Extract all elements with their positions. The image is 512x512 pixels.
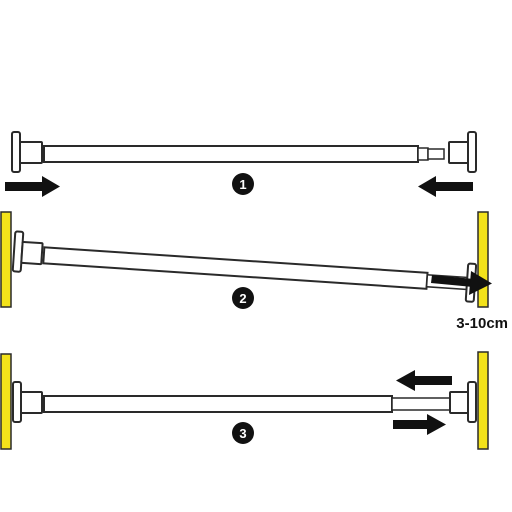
extension-measurement-label: 3-10cm [456,315,508,332]
twist-right-arrow [393,414,446,435]
inner-tube [391,397,451,411]
step-3-badge [232,422,254,444]
right-wall [477,351,489,450]
step-3-number: 3 [239,426,246,441]
left-cap-collar [20,240,44,266]
push-right-arrow [5,176,60,197]
step-2-badge [232,287,254,309]
right-cap-collar [448,141,469,164]
step-1-illustration: 1 [5,131,477,197]
left-cap-collar [19,141,43,164]
step-1-badge [232,173,254,195]
step-3-illustration: 3 [0,351,489,450]
step-1-number: 1 [239,177,246,192]
push-left-arrow [418,176,473,197]
right-wall [477,211,489,308]
left-end-cap [12,381,22,423]
outer-tube [43,395,393,413]
right-end-cap [467,381,477,423]
outer-tube [43,145,419,163]
right-cap-collar [449,391,469,414]
right-end-cap [467,131,477,173]
left-end-cap [11,131,21,173]
step-2-illustration: 2 3-10cm [0,211,508,332]
step-2-number: 2 [239,291,246,306]
inner-tube [417,147,429,161]
left-cap-collar [20,391,43,414]
twist-left-arrow [396,370,452,391]
left-wall [0,353,12,450]
left-wall [0,211,12,308]
extend-right-arrow [431,271,492,295]
outer-tube [42,246,429,290]
inner-tube-tip [427,148,445,160]
